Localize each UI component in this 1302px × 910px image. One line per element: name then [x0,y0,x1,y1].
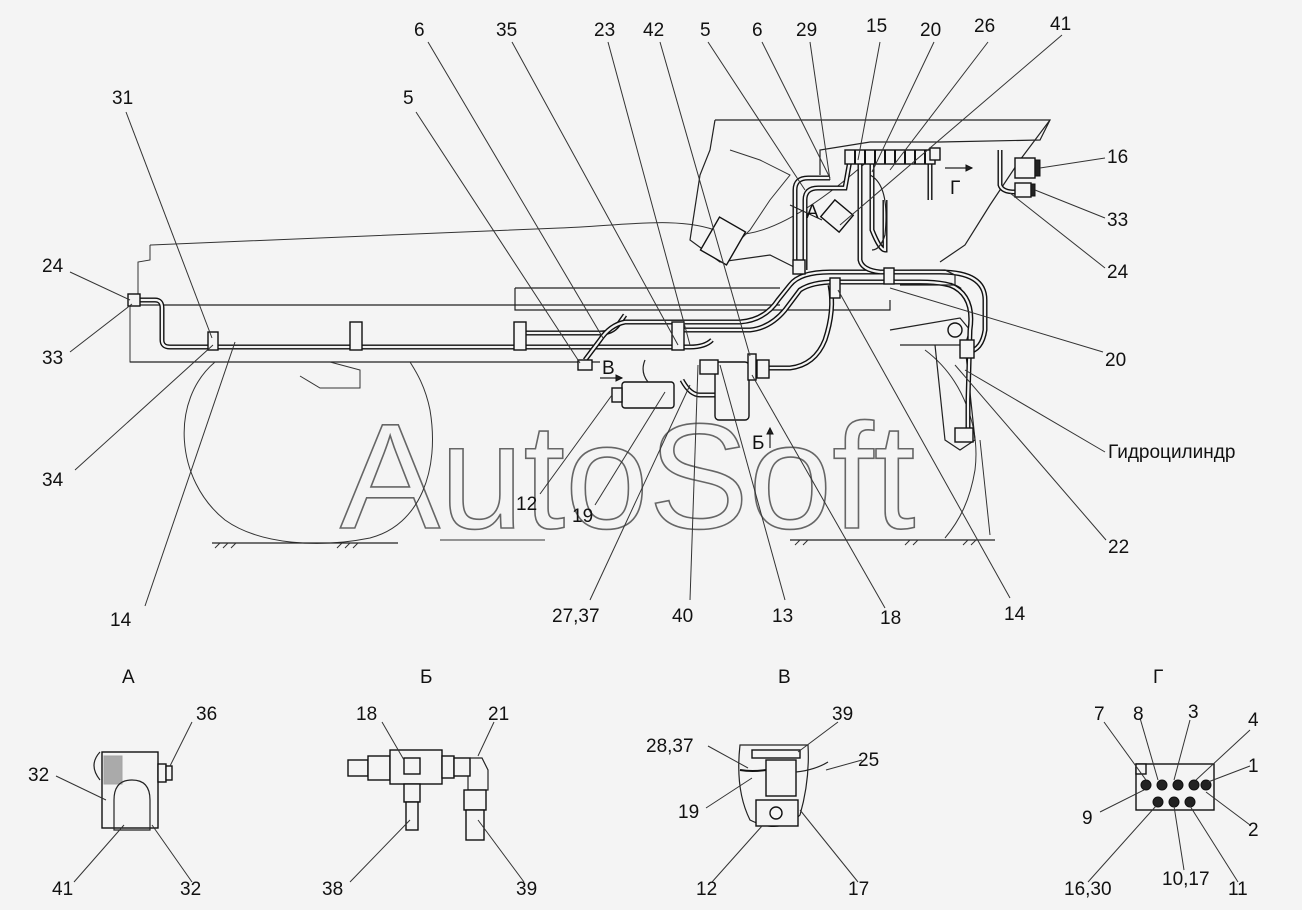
label-41: 41 [1050,14,1071,35]
label-27-37: 27,37 [552,606,600,627]
label-14-left: 14 [110,610,132,631]
section-arrow-a: А [806,202,819,223]
label-19: 19 [572,506,593,527]
detail-g-title: Г [1153,667,1163,688]
detail-v-title: В [778,667,791,688]
label-20-right: 20 [1105,350,1126,371]
label-40: 40 [672,606,693,627]
section-arrows: А В Г Б [600,164,974,454]
detail-v-label-17: 17 [848,879,869,900]
detail-a-label-41: 41 [52,879,73,900]
detail-a-label-32-left: 32 [28,765,49,786]
watermark: AutoSoft [340,392,915,560]
detail-g-label-11: 11 [1228,879,1248,900]
detail-v-label-28-37: 28,37 [646,736,694,757]
label-16: 16 [1107,147,1128,168]
detail-b-label-18: 18 [356,704,377,725]
section-arrow-g: Г [950,178,960,199]
label-33-right: 33 [1107,210,1128,231]
label-24-right: 24 [1107,262,1129,283]
detail-a: А 36 32 41 32 [28,667,217,900]
label-23: 23 [594,20,615,41]
section-arrow-b: Б [752,433,764,454]
label-13: 13 [772,606,793,627]
detail-a-title: А [122,667,135,688]
label-5-left: 5 [403,88,414,109]
detail-b-title: Б [420,667,432,688]
label-42: 42 [643,20,664,41]
label-14-right: 14 [1004,604,1026,625]
label-20-top: 20 [920,20,941,41]
detail-g-label-9: 9 [1082,808,1093,829]
label-24-left: 24 [42,256,64,277]
detail-v-label-39: 39 [832,704,853,725]
label-33-left: 33 [42,348,63,369]
label-18: 18 [880,608,901,629]
detail-v: В 39 28,37 25 19 12 17 [646,667,879,900]
detail-a-label-32-right: 32 [180,879,201,900]
detail-g-label-1: 1 [1248,756,1259,777]
section-arrow-v: В [602,358,615,379]
label-26: 26 [974,16,995,37]
detail-v-label-25: 25 [858,750,879,771]
label-22: 22 [1108,537,1129,558]
detail-g-label-10-17: 10,17 [1162,869,1210,890]
part-labels: 31 5 6 35 23 42 5 6 29 15 20 26 41 16 33… [42,14,1235,631]
label-35: 35 [496,20,517,41]
label-5-right: 5 [700,20,711,41]
label-29: 29 [796,20,817,41]
hydraulic-lines [127,147,1041,443]
label-34: 34 [42,470,64,491]
chassis-outline [129,119,1051,549]
detail-b-label-21: 21 [488,704,509,725]
leader-lines [69,34,1107,609]
detail-a-label-36: 36 [196,704,217,725]
detail-b-label-39: 39 [516,879,537,900]
detail-g-label-8: 8 [1133,704,1144,725]
detail-v-label-12: 12 [696,879,717,900]
label-hydraulic-cylinder: Гидроцилиндр [1108,442,1235,463]
label-12: 12 [516,494,537,515]
detail-g-label-2: 2 [1248,820,1259,841]
detail-g-label-3: 3 [1188,702,1199,723]
label-31: 31 [112,88,133,109]
detail-b-label-38: 38 [322,879,343,900]
label-6-right: 6 [752,20,763,41]
detail-b: Б 18 21 38 39 [322,667,537,900]
detail-g-label-16-30: 16,30 [1064,879,1112,900]
detail-v-label-19: 19 [678,802,699,823]
detail-g-label-7: 7 [1094,704,1105,725]
label-15: 15 [866,16,887,37]
label-6-left: 6 [414,20,425,41]
detail-g-label-4: 4 [1248,710,1259,731]
detail-g: Г 7 8 3 4 1 9 2 16,30 10,17 11 [1064,667,1259,900]
